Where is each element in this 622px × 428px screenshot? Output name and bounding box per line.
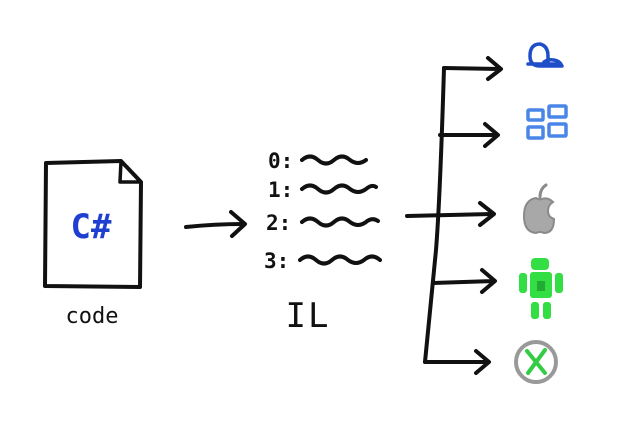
il-line-squiggle-2 <box>300 216 380 228</box>
file-corner-fold <box>118 160 141 184</box>
il-line-index-0: 0: <box>268 149 293 173</box>
il-line-squiggle-1 <box>300 183 378 195</box>
code-caption: code <box>66 304 119 329</box>
branch-input <box>405 212 494 218</box>
xbox-icon <box>514 340 558 384</box>
feather-bird-icon <box>526 42 564 68</box>
il-caption: IL <box>286 296 331 336</box>
branch-arrow-2 <box>478 201 496 227</box>
il-line-index-2: 2: <box>266 211 291 235</box>
compile-arrow <box>184 210 247 238</box>
il-line-index-1: 1: <box>268 178 293 202</box>
branch-arrow-4 <box>423 349 491 375</box>
android-robot-icon <box>519 258 563 319</box>
il-line-index-3: 3: <box>264 249 289 273</box>
file-outline <box>43 159 143 289</box>
apple-icon <box>522 183 556 235</box>
il-listing: 0: 1: 2: 3: <box>264 149 382 273</box>
branch-arrow-1 <box>438 122 500 148</box>
code-file: C# <box>43 159 143 289</box>
branch-arrow-3 <box>431 268 497 294</box>
branch-arrow-0 <box>442 56 503 81</box>
target-branches <box>405 56 503 375</box>
il-line-squiggle-3 <box>298 254 382 266</box>
windows-tiles-icon <box>526 104 568 140</box>
csharp-label: C# <box>71 207 112 247</box>
il-line-squiggle-0 <box>300 154 368 166</box>
